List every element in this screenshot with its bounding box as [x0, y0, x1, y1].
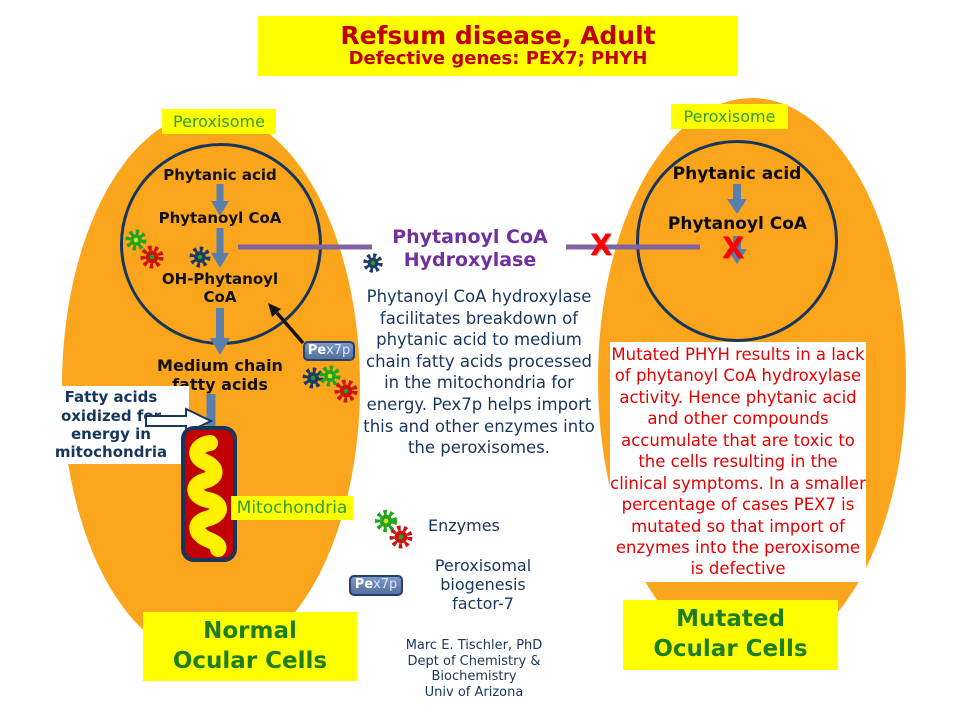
pex7p-badge-bold: Pe — [354, 577, 374, 592]
pex7p-badge-light: x7p — [373, 577, 398, 592]
enzyme-name-heading: Phytanoyl CoA Hydroxylase — [392, 226, 548, 271]
legend-gear-green-icon — [374, 509, 398, 533]
peroxisome-label-normal: Peroxisome — [162, 109, 276, 134]
attribution-dept: Dept of Chemistry & — [407, 653, 541, 669]
legend-biogenesis-label: Peroxisomal biogenesis factor-7 — [434, 556, 532, 613]
caption-line: Ocular Cells — [172, 647, 328, 674]
attribution-name: Marc E. Tischler, PhD — [405, 638, 543, 653]
mutated-description: Mutated PHYH results in a lack of phytan… — [610, 342, 866, 582]
peroxisome-label-mutated: Peroxisome — [671, 104, 788, 129]
fatty-acids-note: Fatty acids oxidized for energy in mitoc… — [33, 386, 189, 464]
pex7p-badge-light: x7p — [326, 343, 351, 358]
step-phytanic-acid-normal: Phytanic acid — [163, 166, 277, 184]
legend-enzymes-label: Enzymes — [428, 516, 500, 535]
attribution-dept2: Biochemistry — [431, 669, 517, 685]
pex7p-badge-bold: Pe — [307, 343, 327, 358]
enzyme-description: Phytanoyl CoA hydroxylase facilitates br… — [363, 287, 595, 458]
step-phytanoyl-coa-normal: Phytanoyl CoA — [158, 209, 282, 227]
mutated-cells-caption: Mutated Ocular Cells — [623, 600, 838, 670]
attribution: Marc E. Tischler, PhD Dept of Chemistry … — [388, 638, 560, 700]
peroxisome-circle-mutated — [636, 140, 838, 342]
attribution-univ: Univ of Arizona — [424, 684, 524, 700]
step-phytanic-acid-mutated: Phytanic acid — [672, 164, 802, 184]
blocked-x-icon: X — [590, 228, 613, 262]
medium-chain-fatty-acids-label: Medium chain fatty acids — [157, 356, 283, 395]
caption-line: Ocular Cells — [653, 636, 808, 662]
subtitle-defective-genes: Defective genes: PEX7; PHYH — [348, 48, 648, 70]
blocked-x-icon: X — [722, 231, 745, 265]
normal-cells-caption: Normal Ocular Cells — [143, 612, 357, 681]
pex7p-badge: Pex7p — [303, 341, 355, 361]
step-oh-phytanoyl-coa: OH-Phytanoyl CoA — [161, 270, 279, 306]
legend-gear-red-icon — [389, 525, 413, 549]
pex7p-legend-badge: Pex7p — [349, 575, 403, 596]
title-box: Refsum disease, Adult Defective genes: P… — [258, 16, 738, 76]
caption-line: Normal — [203, 617, 297, 644]
step-phytanoyl-coa-mutated: Phytanoyl CoA — [667, 214, 808, 234]
page-title: Refsum disease, Adult — [340, 20, 656, 50]
caption-line: Mutated — [676, 606, 785, 633]
mitochondria-label: Mitochondria — [231, 496, 353, 520]
